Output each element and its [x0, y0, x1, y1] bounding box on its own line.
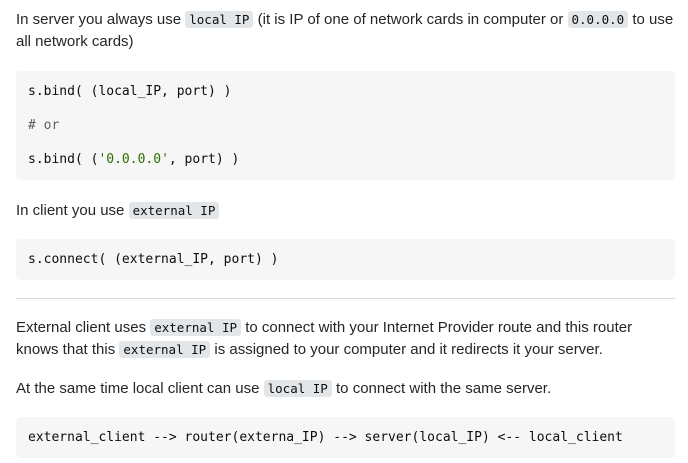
- paragraph-server-ip: In server you always use local IP (it is…: [16, 9, 675, 53]
- text: In client you use: [16, 202, 129, 219]
- text: to use all network cards): [16, 11, 674, 50]
- text: At the same time local client can use: [16, 380, 264, 397]
- code-line-routing: external_client --> router(externa_IP) -…: [28, 430, 623, 445]
- text: External client uses: [16, 319, 151, 336]
- code-string-literal: '0.0.0.0': [98, 152, 169, 167]
- paragraph-client-ip: In client you use external IP: [16, 200, 220, 222]
- inline-code-external-ip: external IP: [119, 341, 211, 358]
- code-line-connect: s.connect( (external_IP, port) ): [28, 252, 279, 267]
- inline-code-local-ip: local IP: [185, 11, 254, 28]
- text: In server you always use: [16, 11, 186, 28]
- code-token: , port) ): [168, 152, 240, 167]
- inline-code-local-ip: local IP: [263, 380, 332, 397]
- code-line-bind-local: s.bind( (local_IP, port) ): [28, 84, 232, 99]
- code-comment-or: # or: [28, 118, 60, 133]
- divider: [16, 298, 675, 299]
- code-blank-line: [28, 134, 663, 151]
- text: (it is IP of one of network cards in com…: [253, 11, 568, 28]
- code-token: s.bind( (: [28, 152, 99, 167]
- paragraph-local-client: At the same time local client can use lo…: [16, 378, 551, 400]
- inline-code-external-ip: external IP: [128, 202, 220, 219]
- code-block-routing[interactable]: external_client --> router(externa_IP) -…: [16, 417, 675, 458]
- code-block-connect[interactable]: s.connect( (external_IP, port) ): [16, 239, 675, 280]
- text: is assigned to your computer and it redi…: [210, 341, 603, 358]
- paragraph-external-client: External client uses external IP to conn…: [16, 317, 675, 361]
- inline-code-external-ip: external IP: [150, 319, 242, 336]
- text: to connect with your Internet Provider r…: [16, 319, 633, 358]
- text: to connect with the same server.: [331, 380, 552, 397]
- inline-code-all-interfaces: 0.0.0.0: [567, 11, 629, 28]
- code-line-bind-all: s.bind( ('0.0.0.0', port) ): [28, 151, 663, 168]
- code-block-bind[interactable]: s.bind( (local_IP, port) ) # or s.bind( ('…: [16, 71, 675, 180]
- code-blank-line: [28, 100, 663, 117]
